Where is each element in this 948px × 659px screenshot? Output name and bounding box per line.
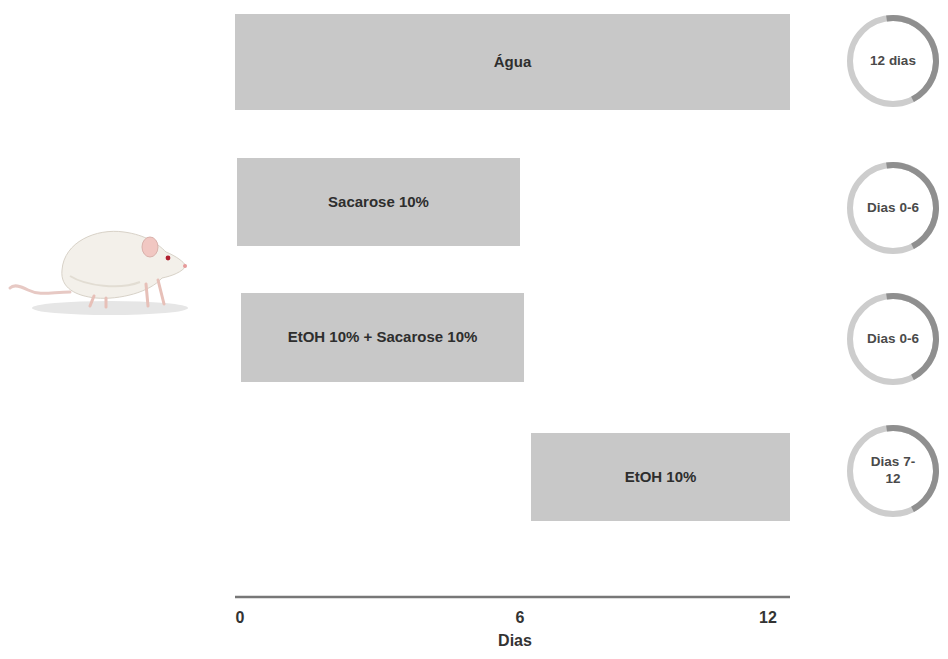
tick-label: 12	[759, 609, 777, 627]
duration-label: Dias 0-6	[867, 331, 919, 348]
duration-label: Dias 0-6	[867, 200, 919, 217]
axis-title: Dias	[498, 632, 532, 650]
duration-label: Dias 7-12	[865, 454, 921, 488]
duration-circle: Dias 0-6	[846, 292, 940, 386]
treatment-bar: Água	[235, 14, 790, 110]
treatment-bar: Sacarose 10%	[237, 158, 520, 246]
duration-circle: Dias 0-6	[846, 161, 940, 255]
duration-circle: 12 dias	[846, 14, 940, 108]
treatment-label: Sacarose 10%	[328, 193, 429, 212]
tick-label: 0	[236, 609, 245, 627]
duration-label: 12 dias	[870, 53, 916, 70]
treatment-bar: EtOH 10% + Sacarose 10%	[241, 293, 524, 382]
treatment-label: Água	[494, 53, 532, 72]
treatment-bar: EtOH 10%	[531, 433, 790, 521]
tick-label: 6	[516, 609, 525, 627]
duration-circle: Dias 7-12	[846, 424, 940, 518]
treatment-label: EtOH 10% + Sacarose 10%	[288, 328, 478, 347]
time-axis	[235, 596, 790, 599]
rat-illustration	[10, 231, 188, 315]
treatment-label: EtOH 10%	[625, 468, 697, 487]
